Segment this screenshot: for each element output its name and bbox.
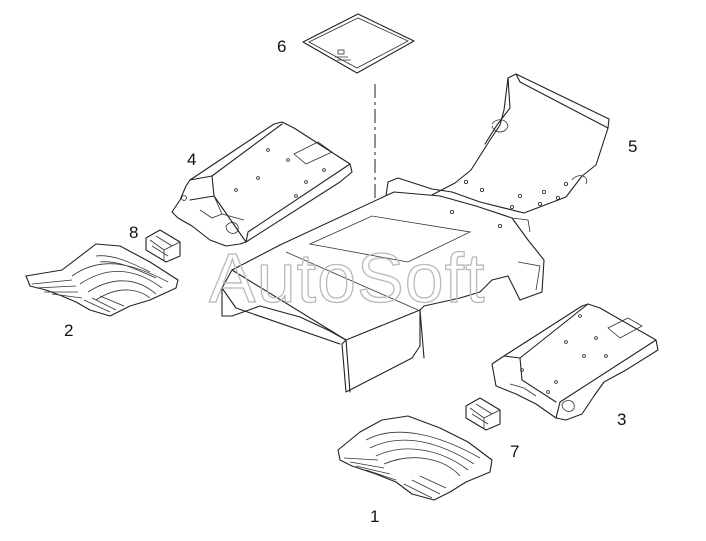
callout-5: 5 — [628, 137, 637, 156]
part-8-clip — [145, 229, 181, 263]
part-6-pad — [302, 13, 415, 74]
part-3-rear-right-carpet — [491, 303, 659, 421]
part-7-clip — [465, 397, 501, 431]
callout-6: 6 — [277, 37, 286, 56]
callout-7: 7 — [510, 442, 519, 461]
callout-8: 8 — [129, 223, 138, 242]
callout-4: 4 — [187, 150, 196, 169]
callout-1: 1 — [370, 507, 379, 526]
part-2-front-left-mat — [25, 243, 179, 317]
part-4-rear-left-carpet — [171, 121, 353, 247]
callout-3: 3 — [617, 410, 626, 429]
part-1-front-right-mat — [337, 415, 493, 501]
watermark-text: AutoSoft — [209, 239, 486, 317]
callout-2: 2 — [64, 321, 73, 340]
part-5-floor-carpet — [221, 73, 610, 393]
